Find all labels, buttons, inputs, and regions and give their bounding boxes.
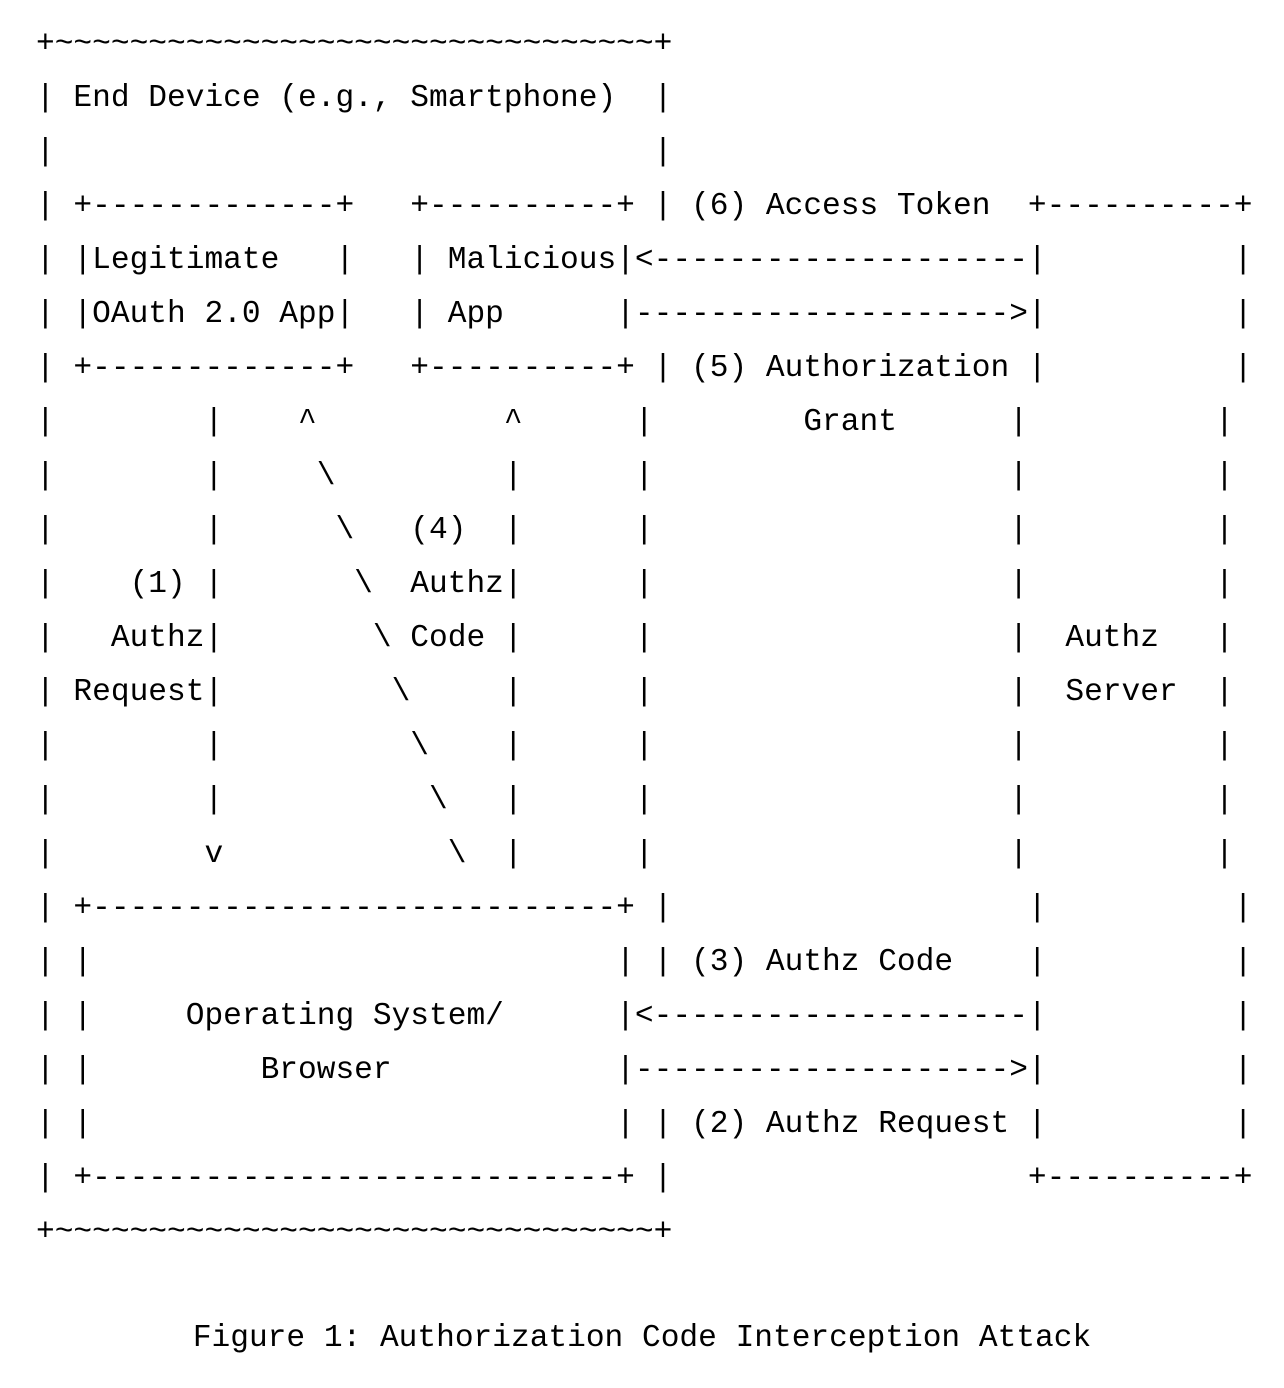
diagram-line-end-device-label: | End Device (e.g., Smartphone) | [36, 81, 673, 116]
diagram-line-operating-system: | | Operating System/ |<----------------… [36, 999, 1253, 1034]
diagram-line-apps-top-access-token: | +-------------+ +----------+ | (6) Acc… [36, 189, 1253, 224]
diagram-line-device-top-border: +~~~~~~~~~~~~~~~~~~~~~~~~~~~~~~~~+ [36, 27, 673, 62]
diagram-line-apps-bottom-authorization: | +-------------+ +----------+ | (5) Aut… [36, 351, 1253, 386]
diagram-line-step-1-authz: | (1) | \ Authz| | | | [36, 567, 1234, 602]
diagram-line-grant: | | ^ ^ | Grant | | [36, 405, 1234, 440]
diagram-line-request-server: | Request| \ | | | Server | [36, 675, 1234, 710]
diagram-line-legitimate-malicious: | |Legitimate | | Malicious|<-----------… [36, 243, 1253, 278]
diagram-line-browser-bottom: | +----------------------------+ | +----… [36, 1161, 1253, 1196]
figure-caption: Figure 1: Authorization Code Interceptio… [192, 1321, 1092, 1356]
diagram-line-arrows-2: | | \ | | | | [36, 729, 1234, 764]
ascii-diagram: +~~~~~~~~~~~~~~~~~~~~~~~~~~~~~~~~+ | End … [36, 18, 1253, 1260]
diagram-line-device-bottom-border: +~~~~~~~~~~~~~~~~~~~~~~~~~~~~~~~~+ [36, 1215, 673, 1250]
diagram-line-oauth-app: | |OAuth 2.0 App| | App |---------------… [36, 297, 1253, 332]
diagram-line-browser-top: | +----------------------------+ | | | [36, 891, 1253, 926]
diagram-line-browser: | | Browser |-------------------->| | [36, 1053, 1253, 1088]
diagram-line-arrow-down: | v \ | | | | [36, 837, 1234, 872]
diagram-line-arrows-1: | | \ | | | | [36, 459, 1234, 494]
diagram-line-authz-code-server: | Authz| \ Code | | | Authz | [36, 621, 1234, 656]
diagram-line-arrows-3: | | \ | | | | [36, 783, 1234, 818]
diagram-line-blank: | | [36, 135, 673, 170]
diagram-line-step-4: | | \ (4) | | | | [36, 513, 1234, 548]
diagram-line-step-3-authz-code: | | | | (3) Authz Code | | [36, 945, 1253, 980]
diagram-line-step-2-authz-request: | | | | (2) Authz Request | | [36, 1107, 1253, 1142]
